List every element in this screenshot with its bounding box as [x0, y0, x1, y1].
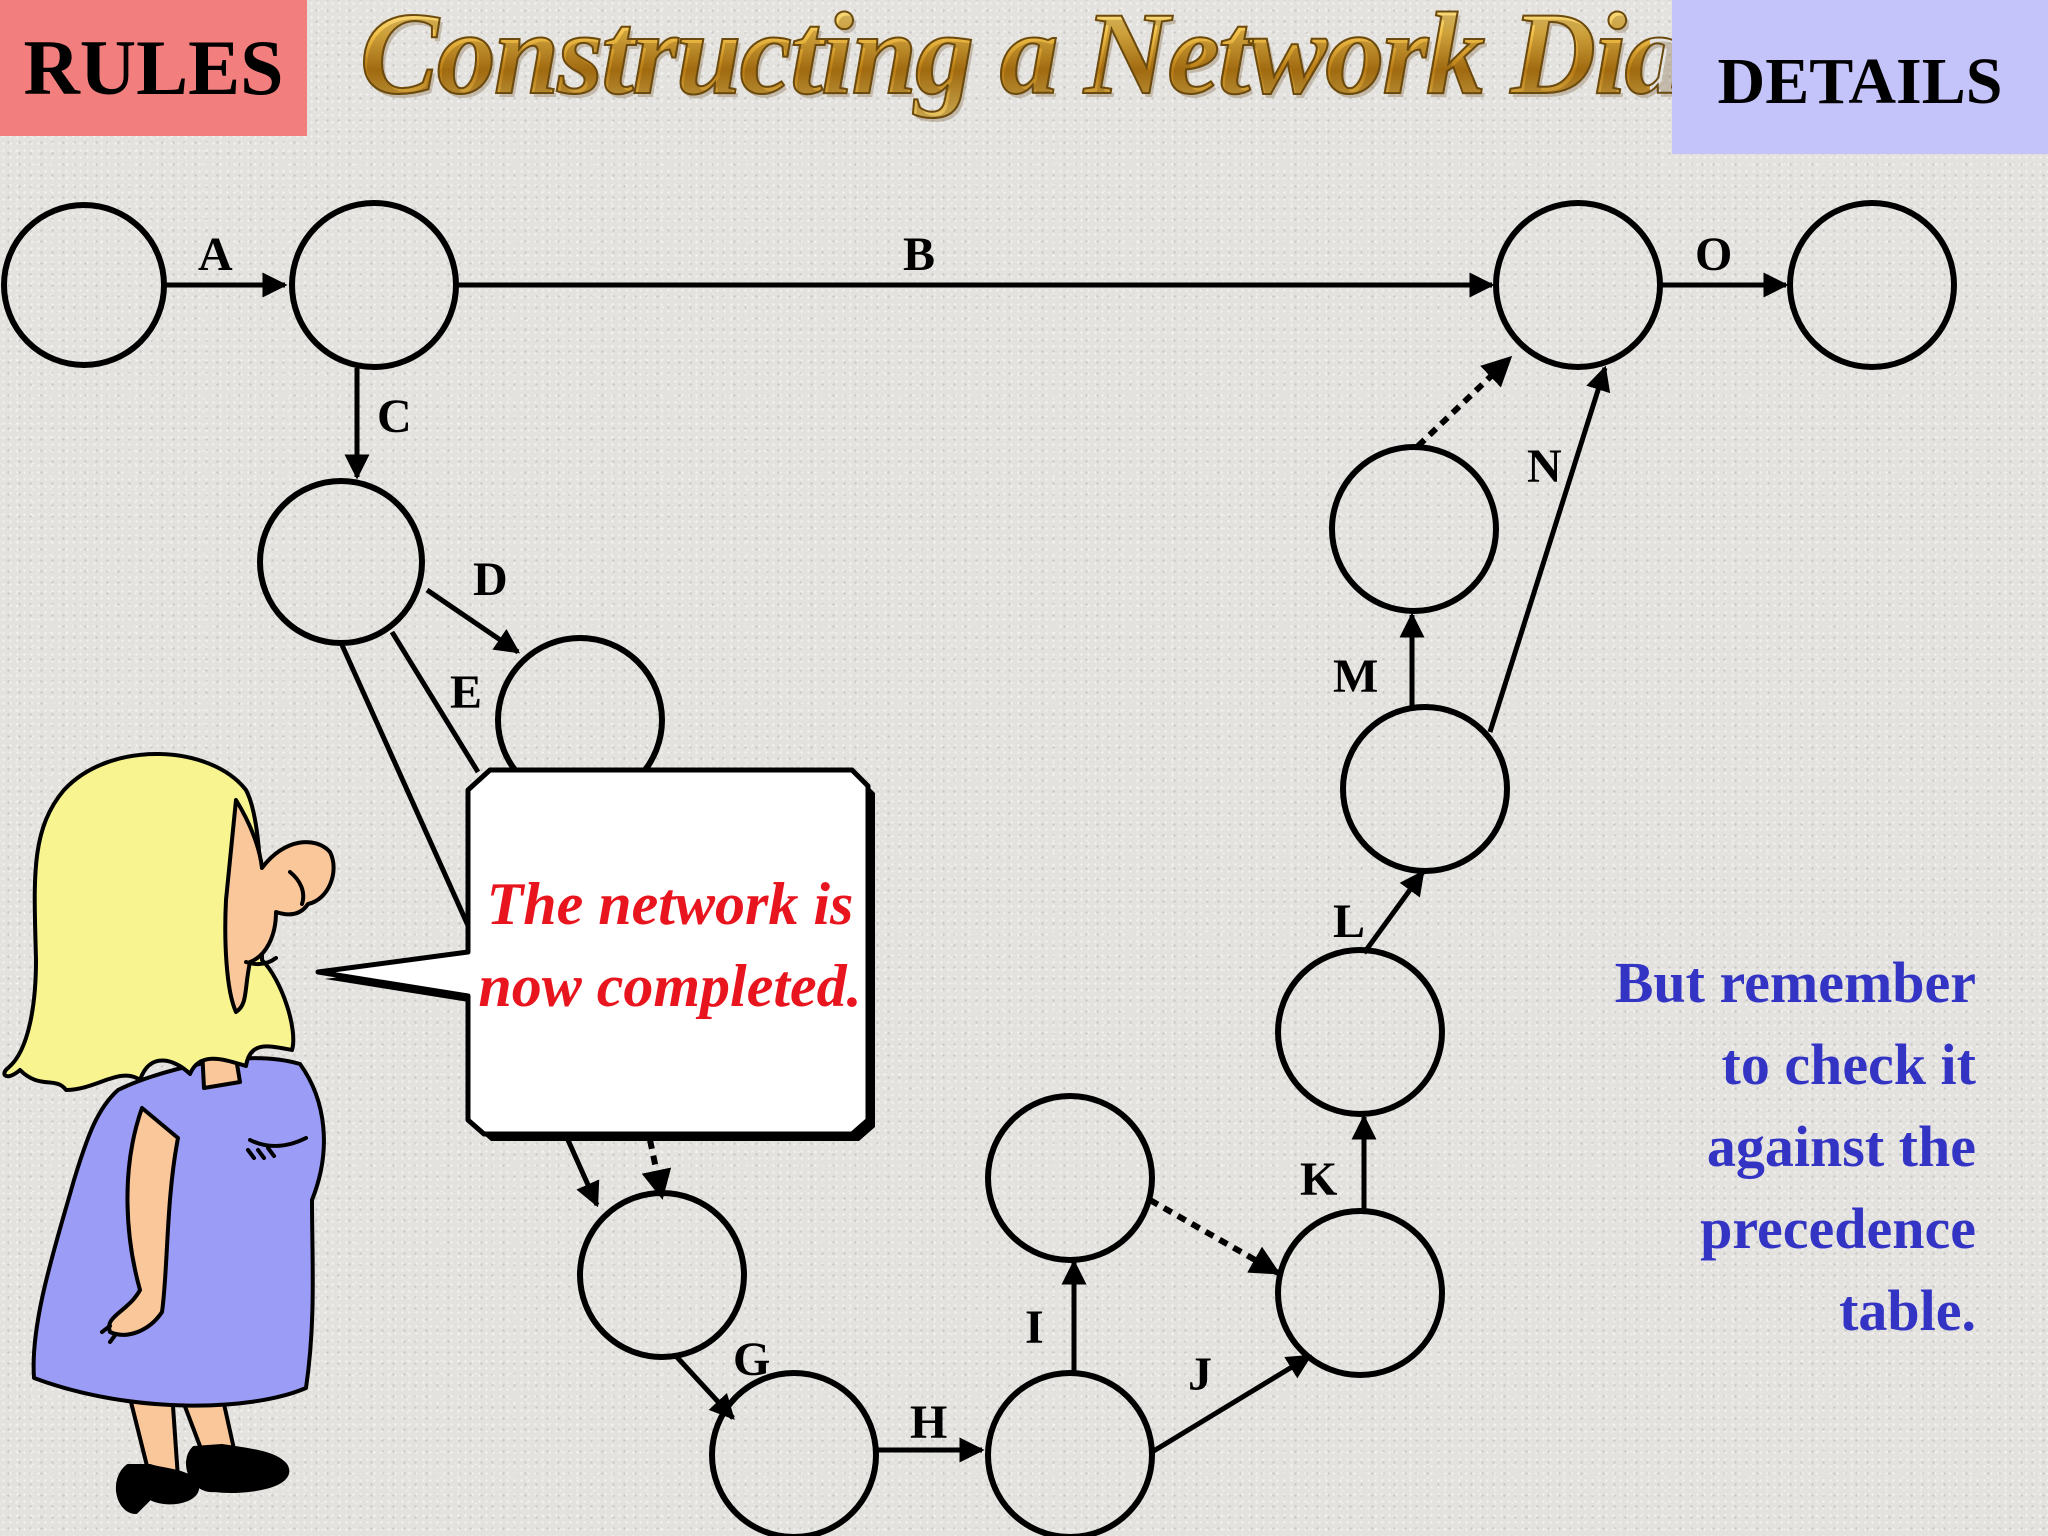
dummy-to-node-G [641, 1139, 672, 1200]
woman-illustration [2, 752, 336, 1514]
edge-label-G: G [733, 1333, 770, 1386]
node-2 [289, 200, 459, 370]
node-6 [709, 1370, 879, 1536]
edge-N [1487, 365, 1611, 733]
rules-button[interactable]: RULES [0, 0, 307, 136]
node-12 [1329, 444, 1499, 614]
node-3 [257, 478, 425, 646]
node-1 [1, 202, 167, 368]
speech-bubble-text: The network is now completed. [478, 871, 862, 1019]
edge-label-N: N [1527, 440, 1562, 493]
edge-label-B: B [903, 228, 935, 281]
edge-label-D: D [473, 553, 508, 606]
edge-L [1361, 869, 1426, 955]
node-8 [985, 1093, 1155, 1263]
node-11 [1340, 704, 1510, 874]
speech-bubble [315, 767, 875, 1141]
edge-D [425, 587, 521, 655]
edge-label-L: L [1333, 895, 1365, 948]
node-9 [1275, 1208, 1445, 1378]
edge-F-tail [565, 1138, 600, 1208]
edge-label-I: I [1025, 1301, 1044, 1354]
edge-G [673, 1353, 735, 1420]
edge-label-K: K [1300, 1153, 1337, 1206]
edge-label-M: M [1333, 650, 1378, 703]
edge-label-H: H [910, 1396, 947, 1449]
node-7 [985, 1370, 1155, 1536]
edge-label-C: C [377, 390, 412, 443]
edge-label-A: A [198, 228, 233, 281]
edge-J [1150, 1353, 1313, 1455]
edge-E [389, 630, 481, 774]
edge-label-E: E [450, 666, 482, 719]
edge-F [339, 643, 473, 932]
node-13 [1493, 200, 1663, 370]
dummy-M-to-O [1415, 355, 1513, 449]
dummy-I-to-J [1148, 1197, 1281, 1276]
reminder-note: But remember to check it against the pre… [1614, 950, 1976, 1343]
node-10 [1275, 947, 1445, 1117]
node-14 [1787, 200, 1957, 370]
edge-label-O: O [1695, 228, 1732, 281]
node-5 [577, 1190, 747, 1360]
edge-label-J: J [1188, 1348, 1212, 1401]
details-button[interactable]: DETAILS [1672, 0, 2048, 154]
